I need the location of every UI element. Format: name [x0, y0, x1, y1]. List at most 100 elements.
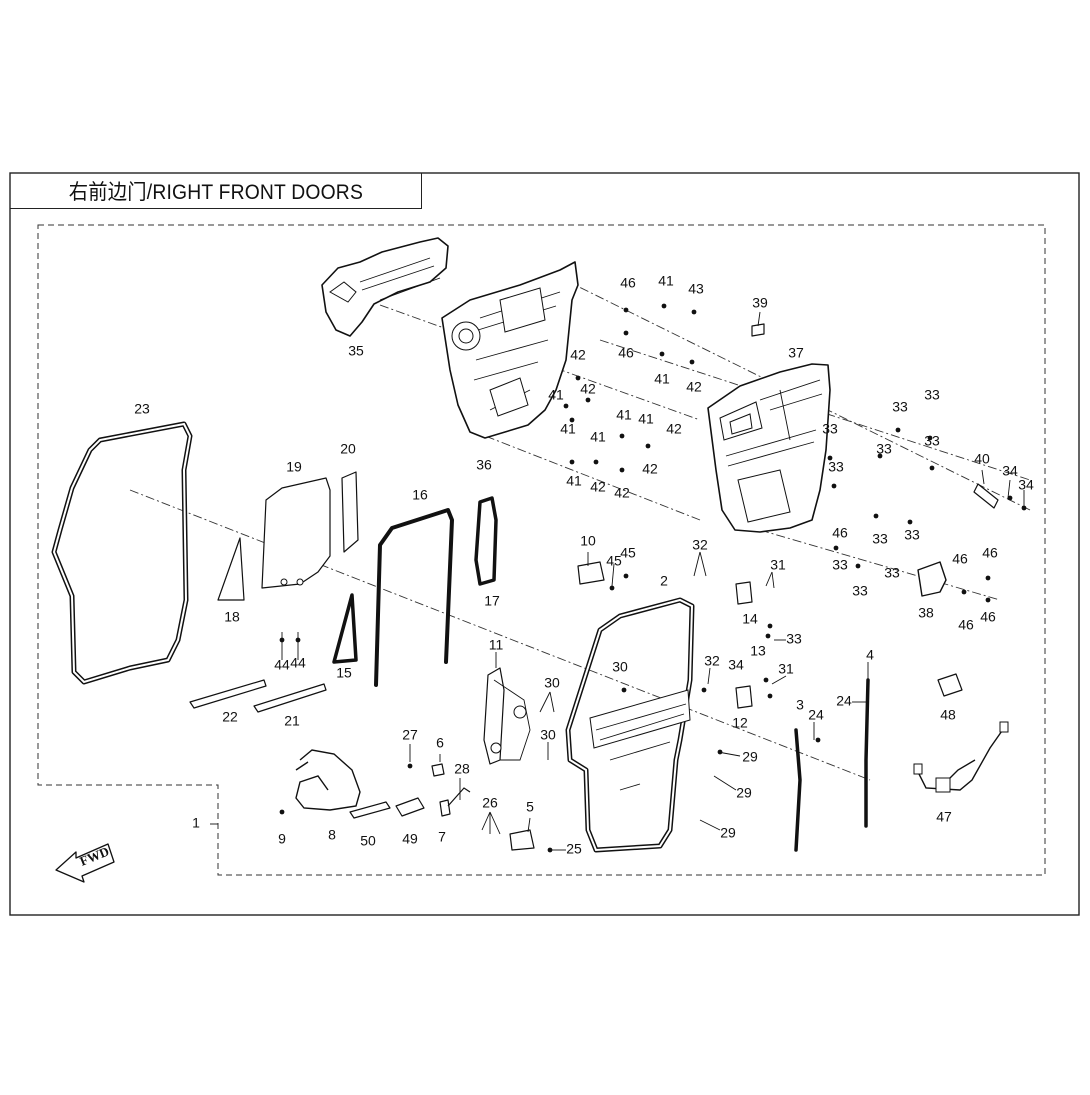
callout-41h: 41 — [566, 473, 582, 489]
callout-37: 37 — [788, 345, 804, 361]
title-box: 右前边门/RIGHT FRONT DOORS — [10, 173, 422, 209]
part-23-door-seal — [51, 421, 193, 685]
callout-45a: 45 — [620, 545, 636, 561]
callout-50: 50 — [360, 833, 376, 849]
callout-49: 49 — [402, 831, 418, 847]
callout-10: 10 — [580, 533, 596, 549]
callout-32b: 32 — [704, 653, 720, 669]
callout-31b: 31 — [778, 661, 794, 677]
fwd-arrow: FWD — [55, 843, 115, 883]
callout-41a: 41 — [658, 273, 674, 289]
diagram-title: 右前边门/RIGHT FRONT DOORS — [68, 180, 363, 204]
part-8-cable — [295, 749, 361, 811]
part-47-wire-harness — [913, 721, 1009, 793]
callout-42a: 42 — [570, 347, 586, 363]
callout-33j: 33 — [884, 565, 900, 581]
part-50-pad — [349, 801, 391, 819]
callout-33c: 33 — [822, 421, 838, 437]
callout-14: 14 — [742, 611, 758, 627]
callout-44b: 44 — [290, 655, 306, 671]
callout-4: 4 — [866, 647, 874, 663]
callout-47: 47 — [936, 809, 952, 825]
callout-22: 22 — [222, 709, 238, 725]
callout-33e: 33 — [924, 433, 940, 449]
part-20-strip — [341, 471, 359, 553]
part-6-bracket — [431, 763, 445, 777]
leader-lines — [210, 311, 1025, 851]
callout-36: 36 — [476, 457, 492, 473]
callout-11: 11 — [489, 637, 504, 653]
callout-41e: 41 — [638, 411, 654, 427]
callout-33d: 33 — [876, 441, 892, 457]
callout-48: 48 — [940, 707, 956, 723]
part-17-seal — [474, 496, 498, 586]
callout-28: 28 — [454, 761, 470, 777]
callout-40: 40 — [974, 451, 990, 467]
callout-33k: 33 — [852, 583, 868, 599]
part-37-inner-panel — [707, 363, 831, 533]
part-21-belt-strip — [253, 683, 327, 713]
callout-42d: 42 — [666, 421, 682, 437]
callout-42c: 42 — [686, 379, 702, 395]
callout-33h: 33 — [872, 531, 888, 547]
part-39-clip — [751, 323, 765, 337]
callout-29c: 29 — [720, 825, 736, 841]
part-36-inner-frame — [441, 261, 579, 439]
callout-33a: 33 — [924, 387, 940, 403]
callout-30c: 30 — [540, 727, 556, 743]
callout-33g: 33 — [904, 527, 920, 543]
part-12-hinge — [735, 685, 753, 709]
callout-29a: 29 — [742, 749, 758, 765]
part-3-rear-channel — [794, 728, 802, 852]
callout-33i: 33 — [832, 557, 848, 573]
callout-46g: 46 — [980, 609, 996, 625]
callout-24b: 24 — [808, 707, 824, 723]
callout-41g: 41 — [590, 429, 606, 445]
part-15-triangle-seal — [332, 593, 358, 664]
callout-42b: 42 — [580, 381, 596, 397]
callout-27: 27 — [402, 727, 418, 743]
part-48-switch — [937, 673, 963, 697]
callout-labels: 1 2 3 4 5 6 7 8 9 10 11 12 13 14 15 16 1… — [134, 273, 1034, 857]
callout-12: 12 — [732, 715, 748, 731]
callout-30a: 30 — [612, 659, 628, 675]
callout-46c: 46 — [832, 525, 848, 541]
callout-9: 9 — [278, 831, 286, 847]
callout-33-hinge: 33 — [786, 631, 802, 647]
callout-42f: 42 — [590, 479, 606, 495]
callout-46d: 46 — [982, 545, 998, 561]
part-4-rear-channel — [864, 678, 870, 828]
callout-7: 7 — [438, 829, 446, 845]
callout-6: 6 — [436, 735, 444, 751]
part-5-latch — [509, 829, 535, 851]
part-19-glass — [261, 477, 331, 589]
callout-8: 8 — [328, 827, 336, 843]
callout-34-hinge: 34 — [728, 657, 744, 673]
part-22-belt-strip — [189, 679, 267, 709]
part-14-hinge — [735, 581, 753, 605]
part-49-pad — [395, 797, 425, 817]
callout-46e: 46 — [952, 551, 968, 567]
callout-34a: 34 — [1002, 463, 1018, 479]
callout-42e: 42 — [642, 461, 658, 477]
part-38-pocket — [917, 561, 947, 597]
callout-46f: 46 — [958, 617, 974, 633]
callout-25: 25 — [566, 841, 582, 857]
callout-44a: 44 — [274, 657, 290, 673]
part-11-window-regulator — [483, 667, 531, 765]
callout-43: 43 — [688, 281, 704, 297]
outer-frame — [9, 172, 1080, 916]
callout-23: 23 — [134, 401, 150, 417]
callout-18: 18 — [224, 609, 240, 625]
part-10-motor — [577, 561, 605, 585]
part-2-door-frame — [565, 597, 695, 853]
part-7-bracket — [439, 799, 451, 817]
part-18-triangle-glass — [217, 537, 245, 601]
callout-41f: 41 — [560, 421, 576, 437]
callout-34b: 34 — [1018, 477, 1034, 493]
callout-38: 38 — [918, 605, 934, 621]
callout-46b: 46 — [618, 345, 634, 361]
callout-35: 35 — [348, 343, 364, 359]
